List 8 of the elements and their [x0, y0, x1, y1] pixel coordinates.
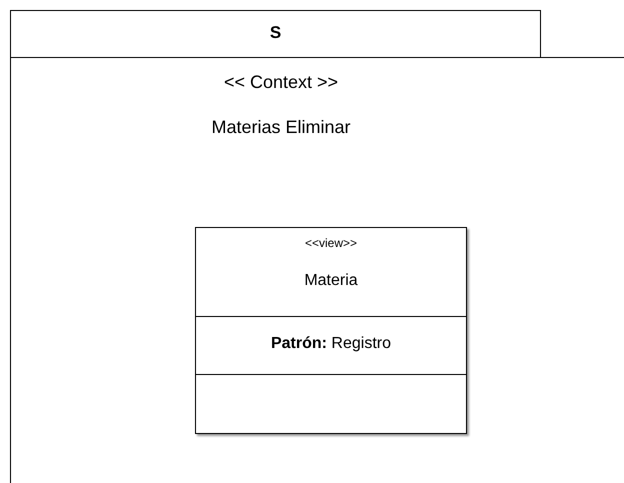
class-name: Materia	[304, 272, 358, 290]
package-frame	[10, 10, 624, 483]
stereotype-text: <<view>>	[304, 236, 358, 250]
attribute-text: Patrón: Registro	[270, 335, 392, 353]
context-name: Materias Eliminar	[211, 117, 351, 138]
stereotype-text: << Context >>	[224, 72, 338, 93]
class-box	[195, 227, 467, 434]
package-name: S	[11, 10, 541, 58]
